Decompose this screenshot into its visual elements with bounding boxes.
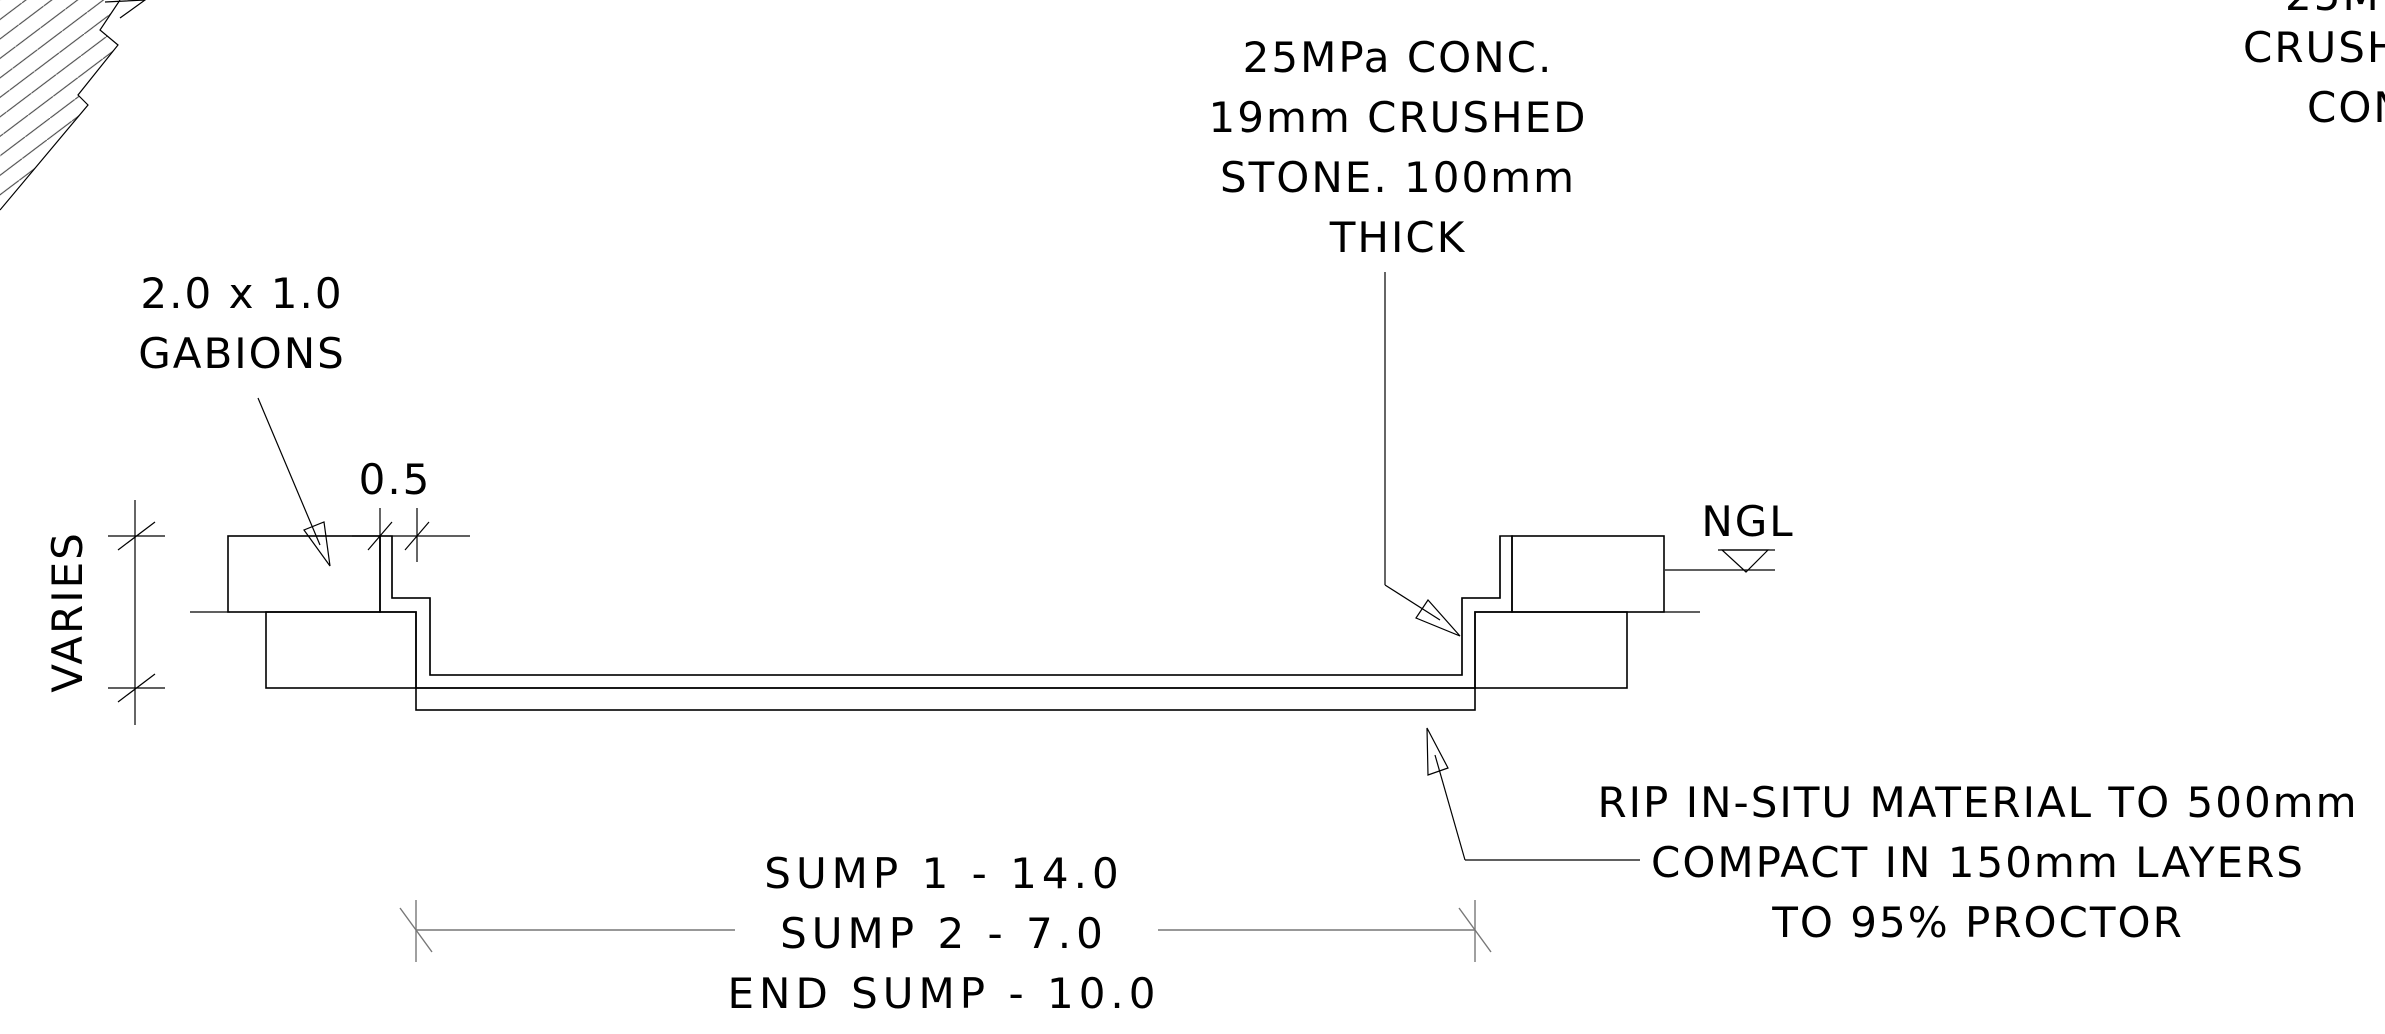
gabions-leader (257, 397, 331, 567)
gabions-label-line2: GABIONS (138, 329, 346, 378)
sump-length-dimension (399, 900, 1492, 962)
ground-lines (190, 569, 1775, 613)
concrete-label-line3: STONE. 100mm (1220, 153, 1576, 202)
sump-label-line2: SUMP 2 - 7.0 (780, 909, 1108, 958)
concrete-leader (1384, 272, 1461, 637)
rip-label-line1: RIP IN-SITU MATERIAL TO 500mm (1597, 778, 2358, 827)
compacted-base-layer (415, 687, 1476, 711)
rip-leader (1426, 727, 1640, 861)
concrete-label-line1: 25MPa CONC. (1243, 33, 1554, 82)
rip-label-line3: TO 95% PROCTOR (1771, 898, 2184, 947)
gap-dimension: 0.5 (352, 455, 470, 562)
partial-label-line3: CON (2307, 83, 2385, 132)
slope-hatch-fragment (0, 0, 147, 211)
gap-label: 0.5 (359, 455, 432, 504)
rip-label-line2: COMPACT IN 150mm LAYERS (1651, 838, 2305, 887)
varies-dimension: VARIES (43, 500, 165, 725)
varies-label: VARIES (43, 531, 92, 693)
concrete-label-line2: 19mm CRUSHED (1209, 93, 1588, 142)
concrete-label-line4: THICK (1329, 213, 1467, 262)
partial-label-line1: 25M (2285, 0, 2381, 20)
ngl-label: NGL (1701, 497, 1794, 546)
concrete-lining (379, 535, 1513, 689)
partial-label-line2: CRUSHE (2243, 23, 2385, 72)
gabions-label-line1: 2.0 x 1.0 (140, 269, 343, 318)
sump-label-line3: END SUMP - 10.0 (728, 969, 1161, 1018)
ngl-marker (1718, 549, 1775, 573)
sump-label-line1: SUMP 1 - 14.0 (764, 849, 1123, 898)
